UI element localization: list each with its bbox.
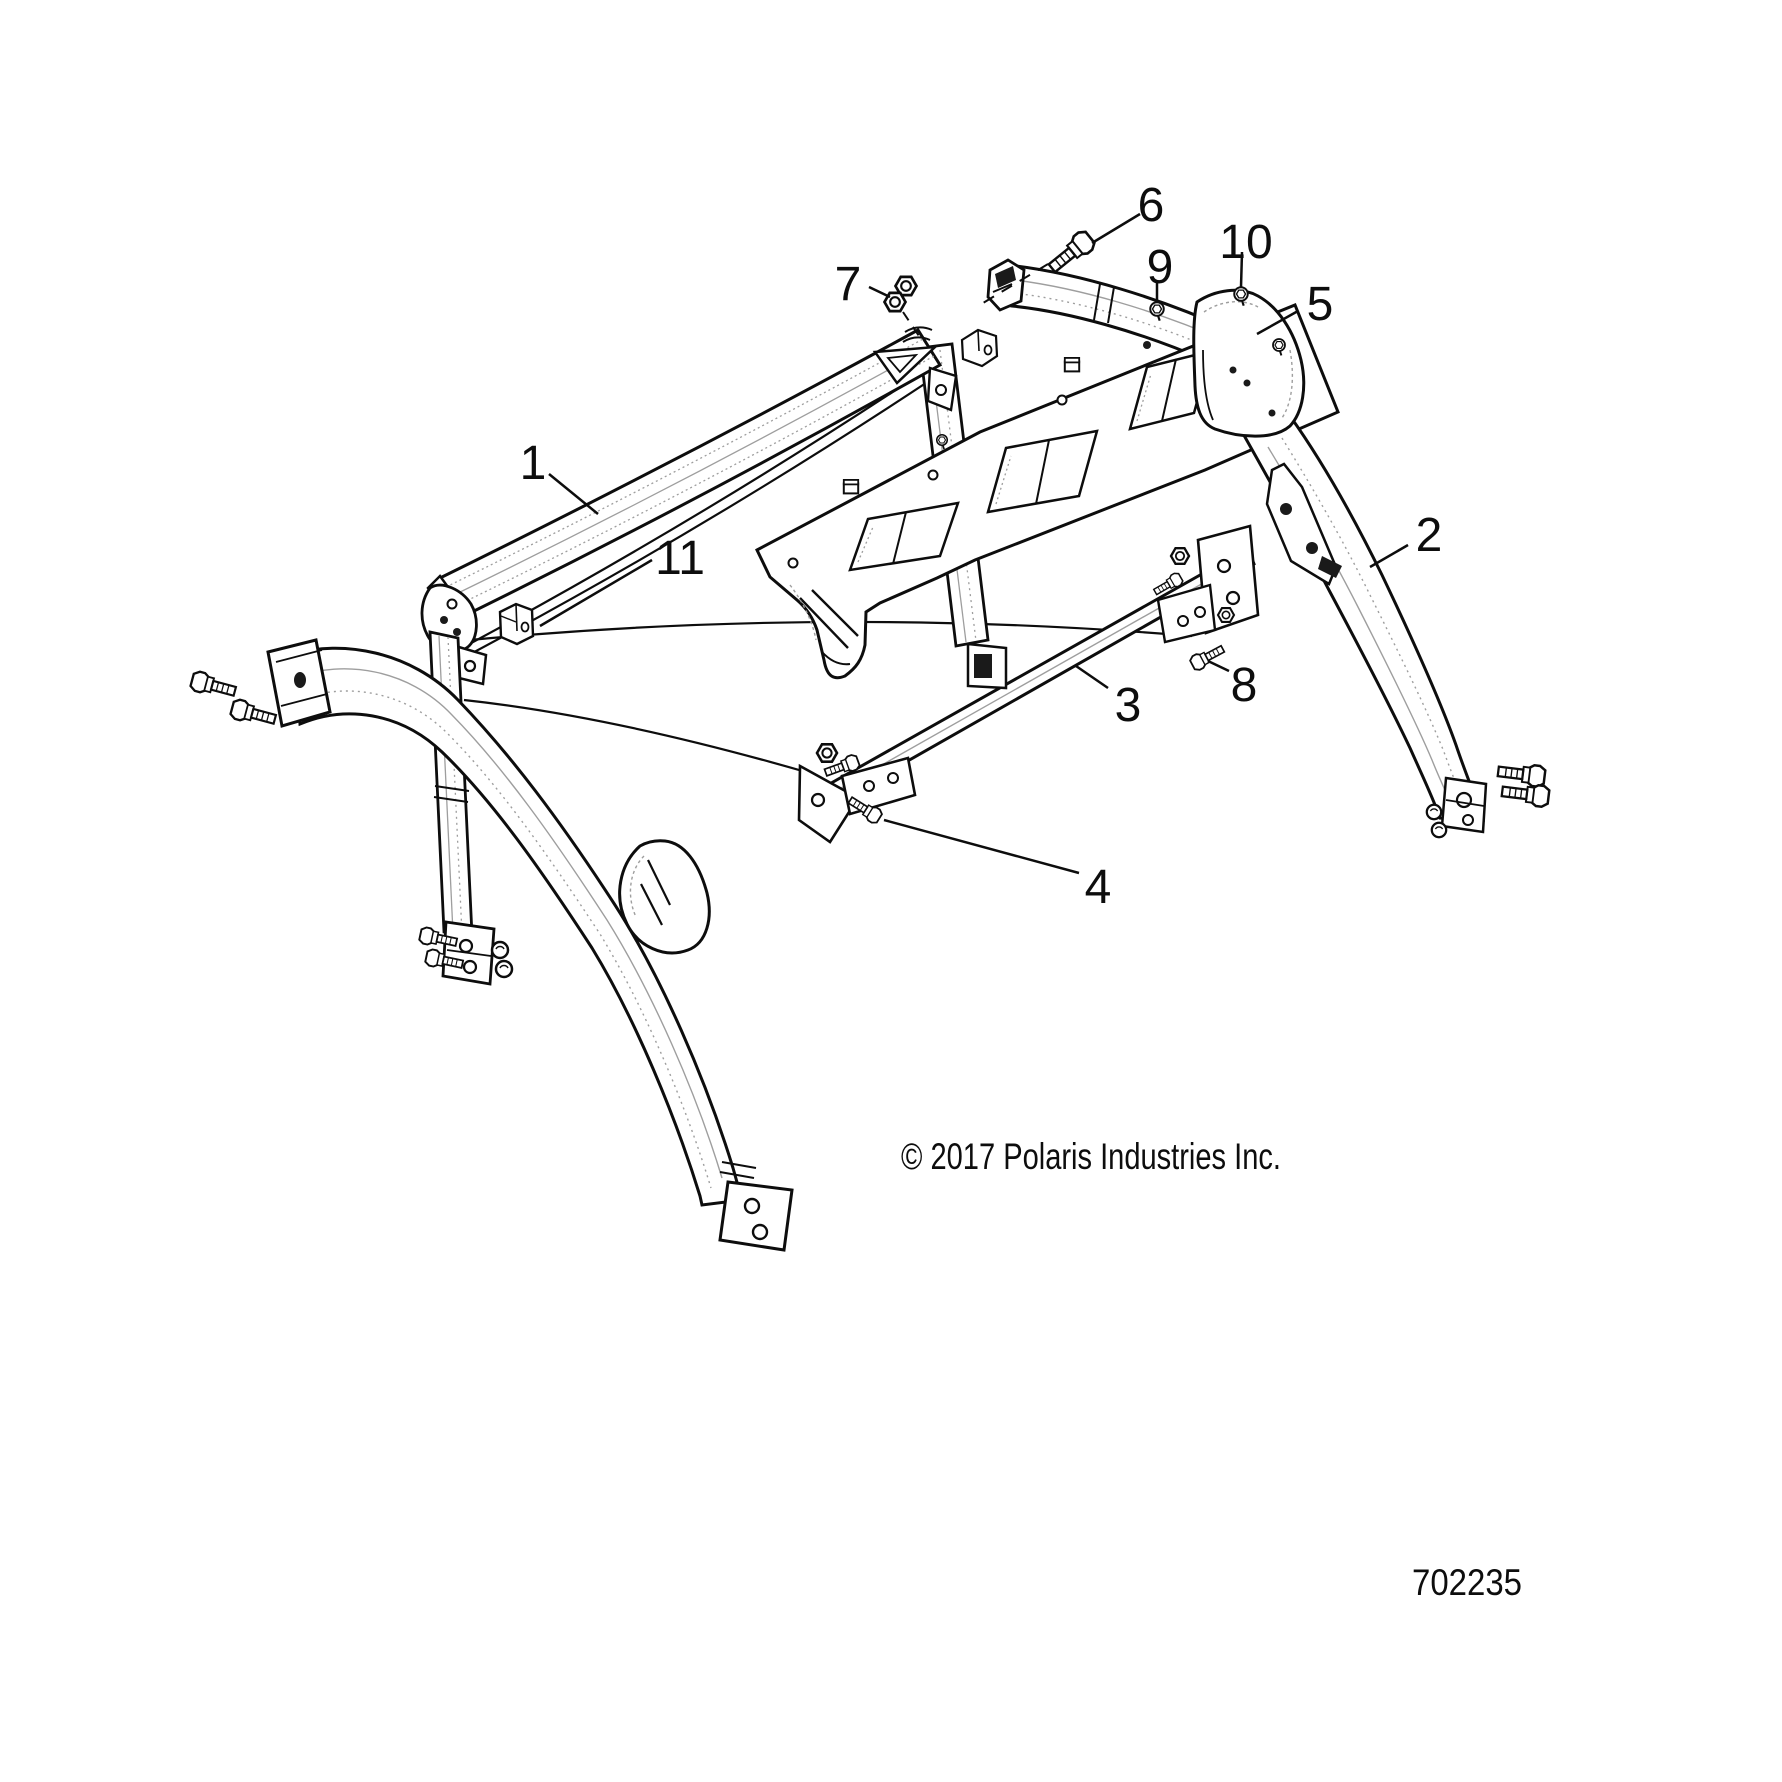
callout-5: 5 [1307,278,1334,331]
callout-7: 7 [835,258,862,311]
callout-8: 8 [1231,659,1258,712]
leader-line-8 [1207,659,1230,673]
callout-1: 1 [520,437,547,490]
callout-2: 2 [1416,509,1443,562]
dash-end-cap-part-5 [1192,288,1306,438]
dash-cutout [848,501,960,572]
copyright-notice: © 2017 Polaris Industries Inc. [901,1136,1281,1177]
hoop-foot-plate [718,1180,794,1252]
hoop-bolt [188,669,239,703]
c-pillar-part-2 [1238,414,1551,839]
leader-line-6 [1091,212,1141,245]
knee-pocket [618,839,711,955]
leader-line-10 [1239,251,1244,288]
square-nut [842,478,860,495]
leader-line-4 [883,818,1080,875]
clip-part-11 [498,602,535,646]
square-nut [1063,356,1081,373]
crossbar-part-3 [797,524,1260,844]
leader-line-3 [1075,664,1109,690]
crossbar-left-bracket [797,763,860,844]
callout-3: 3 [1115,679,1142,732]
leader-line-11 [539,558,653,628]
dash-panel [755,303,1340,680]
leader-line-5 [1256,309,1299,336]
callout-6: 6 [1138,179,1165,232]
dash-cutout [986,429,1099,514]
callout-4: 4 [1085,861,1112,914]
callout-10: 10 [1219,216,1272,269]
c-pillar-bolt [1495,759,1547,789]
leader-line-7 [868,285,891,299]
crossbar-nut [815,742,839,764]
c-pillar-bolt [1499,779,1551,809]
bolt-part-6 [1043,227,1099,279]
rear-grab-tube [986,258,1248,374]
assembly-dashed-lines [902,263,1049,343]
leader-line-2 [1369,543,1409,569]
leader-lines [539,212,1409,875]
grab-tube-socket [986,258,1026,312]
leader-line-1 [548,473,599,515]
rear-hoop-part-1 [417,326,999,986]
callout-9: 9 [1147,241,1174,294]
figure-number: 702235 [1412,1562,1522,1603]
callout-11: 11 [655,532,705,585]
hoop-bolt [228,697,279,731]
front-hoop-assembly [188,638,794,1252]
nuts-part-7 [883,275,918,313]
